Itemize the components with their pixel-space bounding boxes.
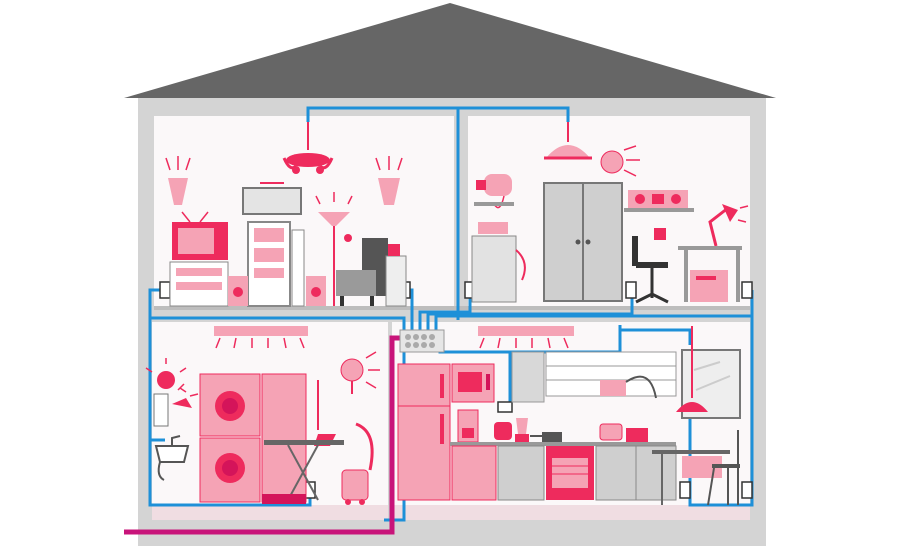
washer-base xyxy=(262,494,306,504)
pendant-lamp xyxy=(676,326,708,412)
bedroom-ceiling-lamp xyxy=(544,122,592,160)
coffee-maker xyxy=(457,409,479,443)
water-heater xyxy=(153,383,199,427)
kettle xyxy=(494,422,512,440)
wardrobe xyxy=(543,182,623,302)
distribution-box xyxy=(399,329,445,353)
utility-ceiling-light xyxy=(214,326,308,349)
speaker-left xyxy=(228,276,248,306)
vacuum-cleaner xyxy=(341,422,374,505)
side-table xyxy=(385,244,407,307)
living-room-ceiling-lamp xyxy=(282,122,334,174)
speaker-right xyxy=(306,276,326,306)
radiator xyxy=(471,222,526,303)
wall-fan xyxy=(600,145,640,177)
armchair xyxy=(336,238,388,306)
radio-kitchen xyxy=(626,428,648,442)
shelf-unit xyxy=(247,221,305,307)
kitchen-floor xyxy=(392,505,750,520)
tv-stand xyxy=(169,261,229,307)
kitchen-chair xyxy=(707,430,740,506)
outlet-bedroom-right xyxy=(741,281,753,299)
living-room-wall-lamp-right xyxy=(375,156,403,205)
floor-lamp xyxy=(315,192,353,306)
radio xyxy=(624,190,694,212)
picture-frame xyxy=(242,182,302,215)
wall-heater xyxy=(145,358,187,393)
refrigerator xyxy=(397,363,451,501)
bedroom-small-appliance xyxy=(654,228,666,240)
stove xyxy=(546,446,594,500)
upper-cabinets xyxy=(511,351,677,403)
pot xyxy=(530,432,562,442)
desk-chair xyxy=(632,236,669,304)
countertop xyxy=(450,442,676,446)
sink xyxy=(154,435,190,481)
mixer xyxy=(600,375,657,399)
computer xyxy=(690,270,728,302)
kitchen-table xyxy=(652,450,730,505)
upper-floor-line xyxy=(154,306,750,310)
utility-floor xyxy=(152,505,388,520)
desk-lamp xyxy=(708,204,749,247)
roof xyxy=(124,3,776,98)
outlet-living-left xyxy=(159,281,171,299)
outlet-kitchen-far xyxy=(741,481,753,499)
kitchen-ceiling-light xyxy=(478,326,574,349)
ironing-board xyxy=(264,440,344,501)
wall-cabinet-microwave xyxy=(451,363,495,403)
stacked-washer-dryer xyxy=(199,373,307,503)
table-appliance xyxy=(682,456,722,478)
blender xyxy=(515,418,529,442)
main-supply-cable xyxy=(124,335,406,535)
bedroom-shelf xyxy=(474,202,514,206)
television xyxy=(172,211,228,260)
outlet-bedroom-mid xyxy=(625,281,637,299)
living-room-wall-lamp-left xyxy=(165,156,191,205)
desk xyxy=(678,246,742,302)
utility-fan xyxy=(340,351,380,394)
outlet-kitchen-counter xyxy=(497,401,513,413)
toaster xyxy=(599,423,623,441)
outlet-kitchen-right xyxy=(679,481,691,499)
